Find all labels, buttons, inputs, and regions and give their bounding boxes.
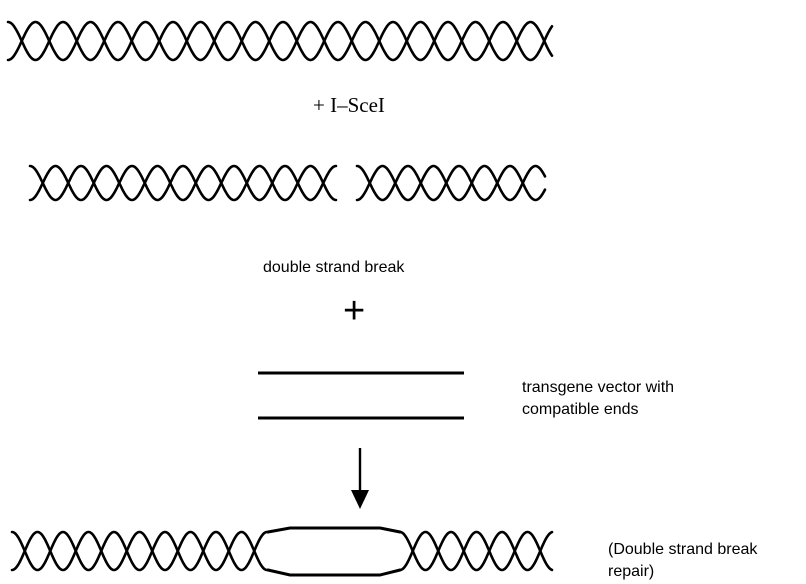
plus-symbol: + [343,290,366,332]
broken-dna-helix [28,164,547,202]
repaired-left-strand-a [10,530,270,572]
transgene-vector [258,371,464,420]
vector-label-line1: transgene vector with [522,379,675,396]
result-label-line1: (Double strand break [608,541,758,558]
intact-dna-helix [6,20,554,62]
repaired-right-strand-b [398,530,554,572]
result-label-line2: repair) [608,563,655,580]
intact-strand-b [6,20,554,62]
vector-label: transgene vector with compatible ends [522,377,674,421]
broken-right-strand-a [355,164,547,202]
down-arrow-icon [351,448,369,509]
inserted-transgene-segment [266,526,402,577]
double-strand-break-label: double strand break [263,259,405,276]
broken-right-strand-b [355,164,547,202]
repaired-dna-helix [10,526,554,577]
enzyme-label: + I–SceI [313,93,385,117]
intact-strand-a [6,20,554,62]
broken-left-strand-a [28,164,338,202]
repaired-left-strand-b [10,530,270,572]
broken-left-strand-b [28,164,338,202]
vector-label-line2: compatible ends [522,401,639,418]
repaired-right-strand-a [398,530,554,572]
result-label: (Double strand break repair) [608,539,757,583]
